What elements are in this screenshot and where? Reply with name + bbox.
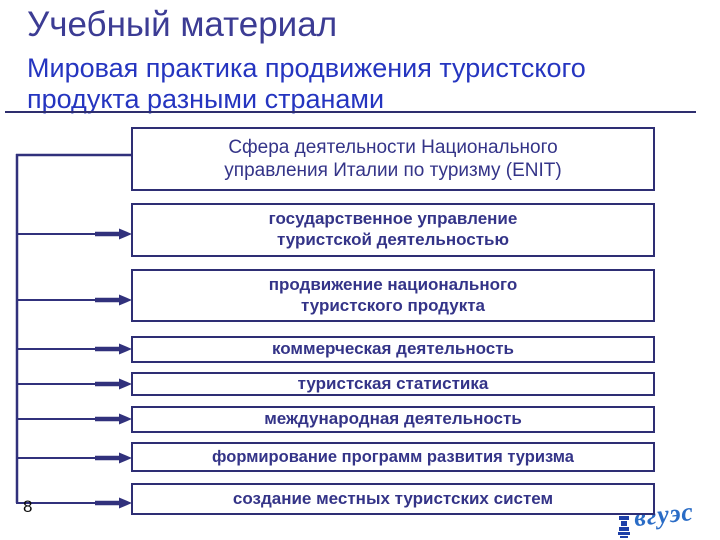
diagram-box-tourism-statistics: туристская статистика: [131, 372, 655, 396]
box-text-line: создание местных туристских систем: [232, 488, 554, 508]
connector-arrow-3: [16, 343, 132, 355]
connector-arrow-1: [16, 228, 132, 240]
page-number: 8: [23, 497, 33, 516]
box-text-line: туристского продукта: [300, 295, 485, 315]
diagram-box-international-activity: международная деятельность: [131, 406, 655, 433]
subtitle-line-2: продукта разными странами: [27, 84, 385, 114]
connector-arrow-5: [16, 413, 132, 425]
header-divider-line: [5, 111, 696, 113]
connector-arrow-4: [16, 378, 132, 390]
diagram-box-national-product-promotion: продвижение национального туристского пр…: [131, 269, 655, 322]
vvsu-emblem-icon: [618, 512, 630, 538]
diagram-box-local-tourism-systems: создание местных туристских систем: [131, 483, 655, 515]
diagram-box-state-governance: государственное управление туристской де…: [131, 203, 655, 257]
diagram-box-development-programs: формирование программ развития туризма: [131, 442, 655, 472]
box-text-line: туристская статистика: [297, 373, 489, 393]
slide-subtitle: Мировая практика продвижения туристского…: [27, 53, 586, 115]
box-text-line: государственное управление: [268, 209, 518, 229]
box-text-line: туристской деятельностью: [276, 230, 510, 249]
box-text-line: международная деятельность: [264, 409, 522, 429]
connector-arrow-2: [16, 294, 132, 306]
connector-arrow-7: [16, 497, 132, 509]
connector-arrow-6: [16, 452, 132, 464]
slide-title: Учебный материал: [27, 5, 338, 44]
box-text-line: продвижение национального: [268, 274, 518, 294]
diagram-box-commercial-activity: коммерческая деятельность: [131, 336, 655, 363]
subtitle-line-1: Мировая практика продвижения туристского: [27, 53, 586, 83]
box-text-line: коммерческая деятельность: [271, 339, 515, 359]
diagram-box-enit-scope: Сфера деятельности Национального управле…: [131, 127, 655, 191]
box-text-line: управления Италии по туризму (ENIT): [224, 160, 562, 181]
box-text-line: Сфера деятельности Национального: [228, 136, 558, 158]
box-text-line: формирование программ развития туризма: [212, 447, 574, 466]
